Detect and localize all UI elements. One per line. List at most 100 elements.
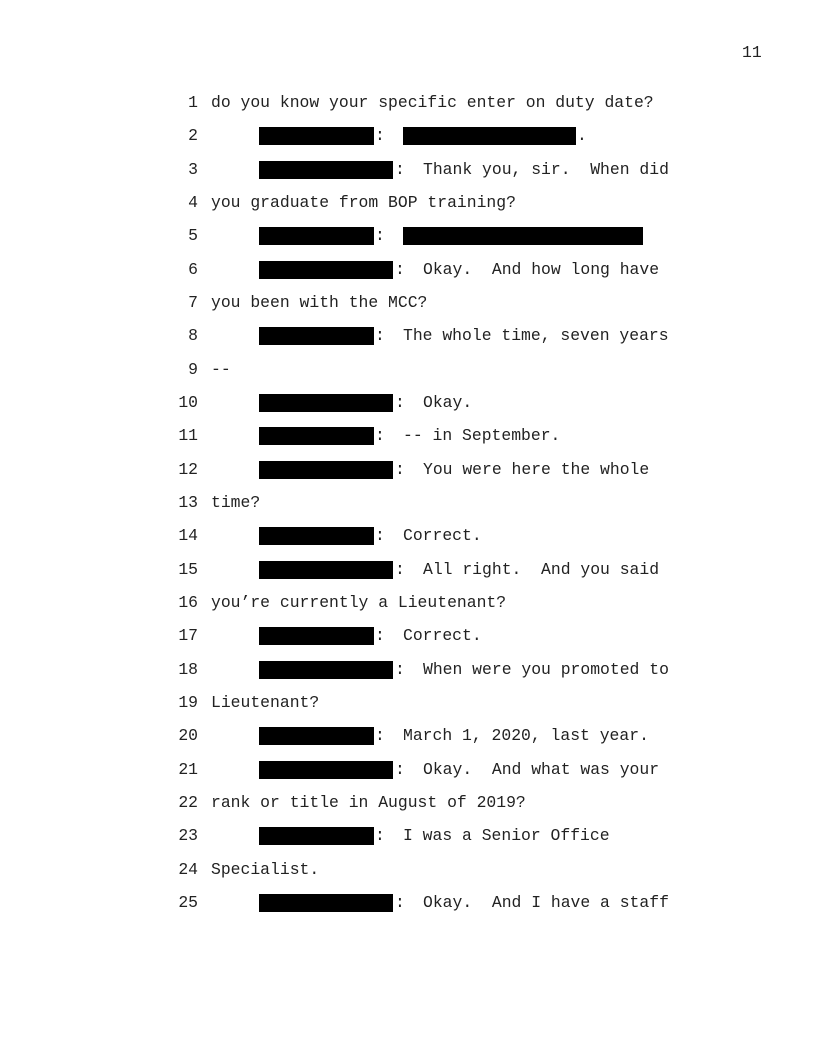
redacted-speaker-name: [259, 527, 374, 546]
line-number: 23: [178, 826, 198, 846]
speaker-colon: :: [375, 526, 385, 546]
transcript-line: 1 do you know your specific enter on duty…: [0, 93, 816, 113]
speech-text: I was a Senior Office: [403, 826, 610, 846]
redacted-speaker-name: [259, 560, 393, 579]
redacted-speaker-name: [259, 827, 374, 846]
line-text: --: [211, 359, 231, 379]
speaker-colon: :: [395, 392, 405, 412]
redacted-speaker-name: [259, 760, 393, 779]
speaker-colon: :: [375, 626, 385, 646]
line-number: 15: [178, 559, 198, 579]
speaker-colon: :: [375, 326, 385, 346]
line-text: you graduate from BOP training?: [211, 192, 516, 212]
transcript-line: 5:: [0, 226, 816, 246]
transcript-line: 19 Lieutenant?: [0, 693, 816, 713]
speaker-colon: :: [395, 259, 405, 279]
line-text: do you know your specific enter on duty …: [211, 93, 654, 112]
transcript-line: 22 rank or title in August of 2019?: [0, 793, 816, 813]
transcript-line: 7 you been with the MCC?: [0, 293, 816, 313]
speech-text: All right. And you said: [423, 559, 660, 579]
line-number: 4: [188, 192, 198, 212]
speech-text: -- in September.: [403, 426, 561, 446]
line-number: 7: [188, 292, 198, 312]
line-number: 17: [178, 626, 198, 646]
redacted-speaker-name: [259, 260, 393, 279]
speaker-colon: :: [395, 759, 405, 779]
speaker-colon: :: [395, 659, 405, 679]
transcript-line: 20:March 1, 2020, last year.: [0, 726, 816, 746]
speech-text: Okay. And how long have: [423, 259, 660, 279]
line-number: 13: [178, 492, 198, 512]
redacted-speaker-name: [259, 127, 374, 146]
transcript-line: 17:Correct.: [0, 626, 816, 646]
transcript-line: 24 Specialist.: [0, 860, 816, 880]
transcript-line: 18: When were you promoted to: [0, 660, 816, 680]
speech-text: When were you promoted to: [423, 659, 669, 679]
speaker-colon: :: [375, 426, 385, 446]
line-number: 14: [178, 526, 198, 546]
line-number: 3: [188, 159, 198, 179]
line-number: 1: [188, 93, 198, 112]
line-number: 6: [188, 259, 198, 279]
line-number: 8: [188, 326, 198, 346]
speech-text: The whole time, seven years: [403, 326, 669, 346]
line-text: Specialist.: [211, 859, 320, 879]
redacted-speaker-name: [259, 627, 374, 646]
transcript-line: 2:.: [0, 126, 816, 146]
transcript-line: 4 you graduate from BOP training?: [0, 193, 816, 213]
speaker-colon: :: [395, 892, 405, 912]
transcript-line: 11: -- in September.: [0, 426, 816, 446]
redacted-speaker-name: [259, 727, 374, 746]
line-number: 12: [178, 459, 198, 479]
speaker-colon: :: [395, 459, 405, 479]
speech-text: Okay. And I have a staff: [423, 892, 669, 912]
redacted-speaker-name: [259, 327, 374, 346]
redacted-answer: [403, 127, 576, 146]
speech-text: You were here the whole: [423, 459, 650, 479]
line-number: 25: [178, 892, 198, 912]
line-text: Lieutenant?: [211, 692, 320, 712]
transcript-line: 16 you’re currently a Lieutenant?: [0, 593, 816, 613]
speaker-colon: :: [395, 559, 405, 579]
speaker-colon: :: [375, 826, 385, 846]
line-number: 19: [178, 692, 198, 712]
transcript-line: 12: You were here the whole: [0, 460, 816, 480]
line-text: you’re currently a Lieutenant?: [211, 592, 507, 612]
line-text: rank or title in August of 2019?: [211, 792, 526, 812]
speech-text: Correct.: [403, 526, 482, 546]
redacted-answer: [403, 227, 643, 246]
line-number: 2: [188, 126, 198, 146]
transcript-line: 10: Okay.: [0, 393, 816, 413]
answer-period: .: [577, 126, 587, 146]
speech-text: Thank you, sir. When did: [423, 159, 669, 179]
transcript-line: 3: Thank you, sir. When did: [0, 160, 816, 180]
line-number: 18: [178, 659, 198, 679]
redacted-speaker-name: [259, 660, 393, 679]
speaker-colon: :: [375, 726, 385, 746]
transcript-line: 21:Okay. And what was your: [0, 760, 816, 780]
transcript-line: 23: I was a Senior Office: [0, 826, 816, 846]
speech-text: Okay. And what was your: [423, 759, 660, 779]
line-number: 10: [178, 392, 198, 412]
redacted-speaker-name: [259, 460, 393, 479]
speaker-colon: :: [375, 126, 385, 146]
transcript-line: 14: Correct.: [0, 526, 816, 546]
line-number: 9: [188, 359, 198, 379]
speech-text: Okay.: [423, 392, 473, 412]
redacted-speaker-name: [259, 160, 393, 179]
line-number: 22: [178, 792, 198, 812]
speaker-colon: :: [395, 159, 405, 179]
redacted-speaker-name: [259, 893, 393, 912]
line-number: 5: [188, 226, 198, 246]
line-number: 24: [178, 859, 198, 879]
redacted-speaker-name: [259, 227, 374, 246]
transcript-line: 15: All right. And you said: [0, 560, 816, 580]
redacted-speaker-name: [259, 427, 374, 446]
line-text: you been with the MCC?: [211, 292, 428, 312]
line-number: 16: [178, 592, 198, 612]
line-number: 11: [178, 426, 198, 446]
transcript-line: 25: Okay. And I have a staff: [0, 893, 816, 913]
transcript-line: 6: Okay. And how long have: [0, 260, 816, 280]
speech-text: March 1, 2020, last year.: [403, 726, 649, 746]
